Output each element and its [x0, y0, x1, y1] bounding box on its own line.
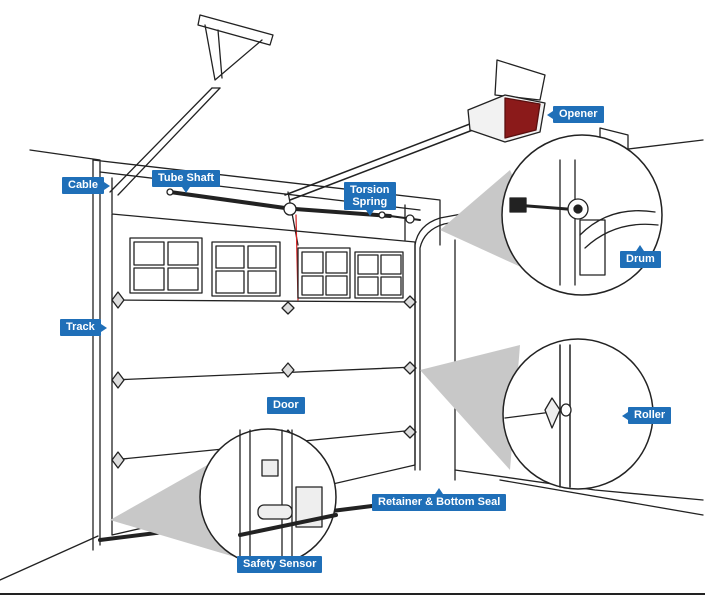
bottom-rule — [0, 593, 705, 595]
torsion-assembly — [166, 188, 421, 224]
right-track — [414, 204, 513, 471]
drum-magnifier — [501, 134, 663, 296]
safety-sensor-label: Safety Sensor — [237, 556, 323, 573]
cable-label: Cable — [62, 177, 110, 194]
roller-label: Roller — [621, 407, 672, 424]
opener-label: Opener — [547, 106, 604, 123]
tube-shaft-label: Tube Shaft — [152, 170, 221, 193]
ceiling-bracket — [109, 14, 274, 196]
roller-magnifier-shadow — [420, 345, 520, 470]
room-walls — [0, 139, 704, 581]
sensor-magnifier — [199, 428, 338, 566]
drum-label: Drum — [620, 245, 661, 268]
door-label: Door — [267, 397, 305, 414]
torsion-spring-label: Torsion Spring — [344, 182, 396, 216]
retainer-bottom-seal-label: Retainer & Bottom Seal — [372, 488, 507, 511]
torsion-spring-label-line2: Spring — [352, 196, 388, 208]
opener-unit — [467, 59, 546, 143]
track-label: Track — [60, 319, 107, 336]
door-windows — [129, 237, 404, 299]
torsion-spring-label-line1: Torsion — [350, 184, 390, 196]
